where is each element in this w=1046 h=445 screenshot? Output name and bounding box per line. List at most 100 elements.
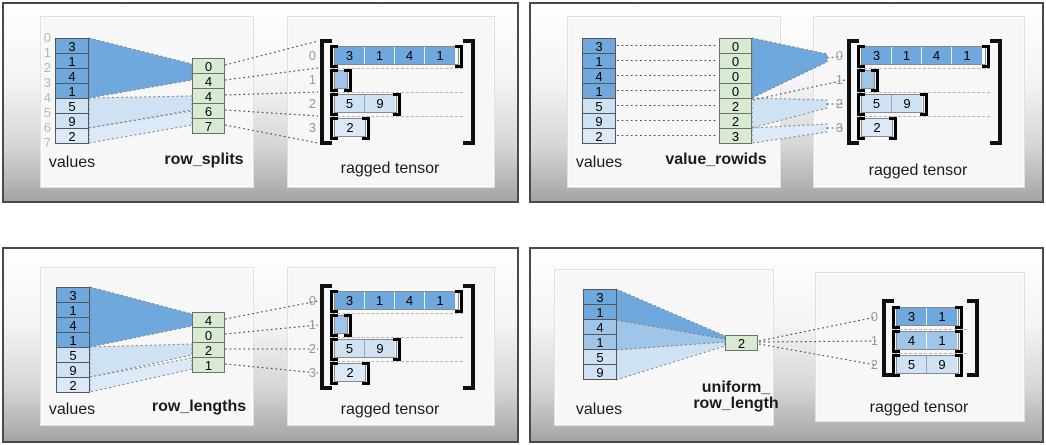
value-cell: 1 [583,304,617,320]
tensor-open-bracket [847,39,859,145]
param-cell: 0 [719,68,752,84]
row-index-label: 3 [308,120,316,135]
row-open-bracket [892,306,900,329]
row-close-bracket [455,290,463,313]
tensor-cell: 3 [335,292,365,309]
row-close-bracket [955,306,963,329]
row-open-bracket [330,93,338,116]
value-cell: 5 [56,347,90,363]
row-separator [859,92,990,93]
param-cell: 3 [719,128,752,144]
param-cell: 4 [192,73,225,89]
tensor-cell: 4 [395,292,425,309]
tensor-cell: 1 [927,308,957,325]
value-cell: 4 [583,319,617,335]
tensor-cell: 9 [927,356,957,373]
dotted-connector [224,324,319,335]
mapping-fan [751,123,828,144]
mapping-fan [615,341,726,381]
tensor-cell: 1 [425,47,455,64]
mapping-fan [88,37,193,99]
tensor-cell: 1 [425,292,455,309]
connector-overlay [617,37,846,144]
row-open-bracket [330,69,338,92]
tensor-cell: 5 [335,95,365,112]
mapping-fan [615,319,726,351]
row-open-bracket [330,362,338,385]
row-separator [332,92,463,93]
values-label: values [48,154,96,171]
value-cell: 2 [582,128,616,144]
tensor-row: 2 [862,119,892,136]
tensor-row [335,316,347,333]
dotted-connector [224,300,319,320]
tensor-cell: 1 [365,292,395,309]
value-cell: 1 [56,302,90,318]
row-close-bracket [362,117,370,140]
param-cell: 6 [192,103,225,119]
values-label: values [575,154,623,171]
mapping-fan [751,37,828,99]
row-separator [332,361,463,362]
row-index-label: 3 [835,120,843,135]
param-cell: 1 [192,357,225,373]
row-open-bracket [892,354,900,377]
tensor-cell: 4 [897,332,927,349]
row-close-bracket [344,69,352,92]
tensor-cell: 5 [335,340,365,357]
dotted-connector [758,316,877,342]
tensor-cell: 2 [335,364,365,381]
row-separator [894,353,967,354]
tensor-label: ragged tensor [340,401,440,418]
value-cell: 3 [582,38,616,54]
row-separator [859,116,990,117]
value-cell: 9 [582,113,616,129]
row-close-bracket [982,45,990,68]
tensor-cell: 4 [395,47,425,64]
value-cell: 1 [55,53,89,69]
value-cell: 9 [56,362,90,378]
dotted-connector [826,55,846,59]
value-cell: 3 [583,289,617,305]
tensor-cell: 9 [892,95,922,112]
value-cell: 1 [55,83,89,99]
row-index-label: 2 [308,341,316,356]
row-separator [894,329,967,330]
row-index-label: 1 [308,72,316,87]
row-index-label: 1 [308,317,316,332]
value-cell: 1 [583,334,617,350]
mapping-fan [89,286,193,348]
row-open-bracket [330,314,338,337]
row-open-bracket [857,93,865,116]
value-cell: 2 [56,377,90,393]
tensor-cell: 1 [892,47,922,64]
param-label-text: row_lengths [151,398,247,415]
tensor-cell: 9 [365,95,395,112]
tensor-open-bracket [882,299,894,377]
row-separator [859,68,990,69]
value-cell: 3 [55,38,89,54]
dotted-connector [758,343,877,366]
value-cell: 1 [582,53,616,69]
tensor-label: ragged tensor [868,162,968,179]
mapping-fan [88,95,193,129]
dotted-connector [224,124,319,144]
mapping-fan [88,110,193,144]
tensor-close-bracket [463,39,475,145]
row-open-bracket [330,338,338,361]
value-cell: 1 [582,83,616,99]
row-index-label: 2 [870,357,878,372]
row-index-label: 0 [870,309,878,324]
dotted-connector [752,79,846,101]
param-label: value_rowids [665,152,766,168]
